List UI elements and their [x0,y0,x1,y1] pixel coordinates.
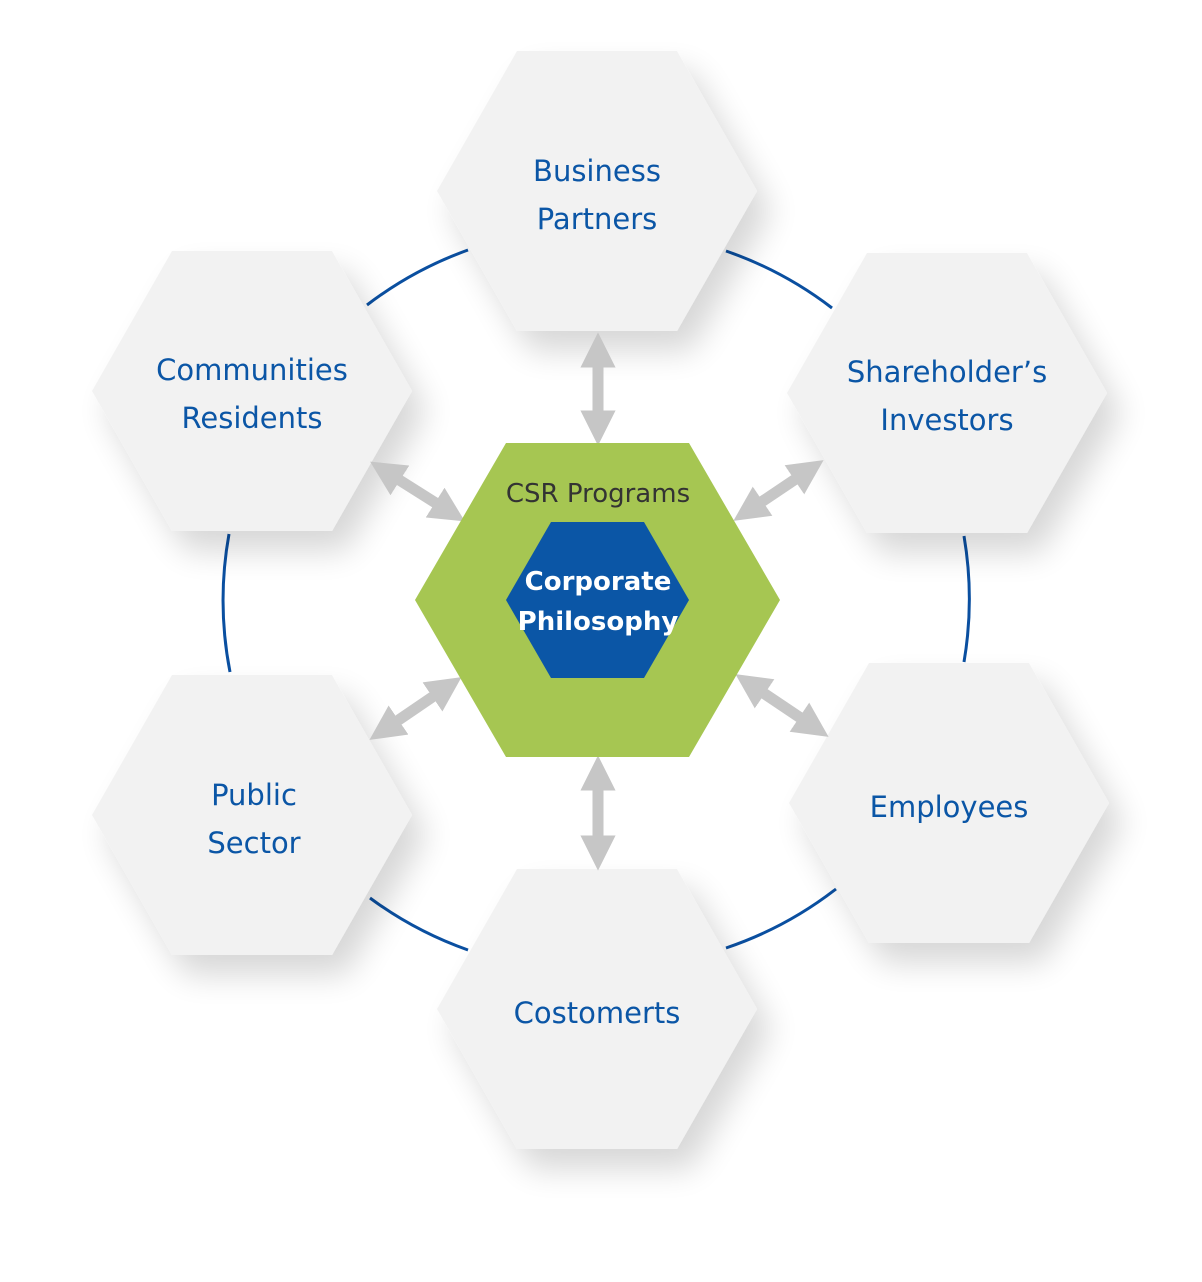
hex-business-partners [437,51,757,331]
ring-arc-top-right [725,249,833,310]
ring-arc-right [962,535,971,663]
csr-programs-label: CSR Programs [506,479,690,509]
arrow-upper-left [370,461,465,522]
communities-label-line2: Residents [182,401,323,435]
customers-label: Costomerts [514,996,681,1030]
ring-arc-bottom-right [725,887,837,950]
ring-arc-bottom-left [369,896,469,952]
communities-label-line1: Communities [156,353,348,387]
public-sector-label-line2: Sector [207,826,300,860]
arrow-lower-left [369,677,462,740]
hex-employees [789,663,1109,943]
hex-public-sector [92,675,412,955]
shareholders-label-line2: Investors [880,403,1013,437]
hex-shareholders-investors [787,253,1107,533]
corporate-philosophy-hexagon [506,522,689,678]
arrow-upper-right [733,460,824,521]
shareholders-label-line1: Shareholder’s [847,355,1047,389]
arrow-lower-right [735,674,829,737]
corporate-philosophy-label-line1: Corporate [525,567,672,597]
stakeholder-hexagons [92,51,1109,1149]
business-partners-label-line1: Business [533,154,661,188]
relationship-arrows [369,332,829,871]
ring-arc-left [221,533,232,673]
business-partners-label-line2: Partners [537,202,658,236]
ring-arc-top-left [366,248,469,307]
public-sector-label-line1: Public [211,778,297,812]
hex-customers [437,869,757,1149]
stakeholder-labels: Business Partners Shareholder’s Investor… [156,154,1047,1030]
hex-communities-residents [92,251,412,531]
corporate-philosophy-label-line2: Philosophy [518,607,679,637]
connecting-ring [221,248,971,952]
employees-label: Employees [870,790,1029,824]
